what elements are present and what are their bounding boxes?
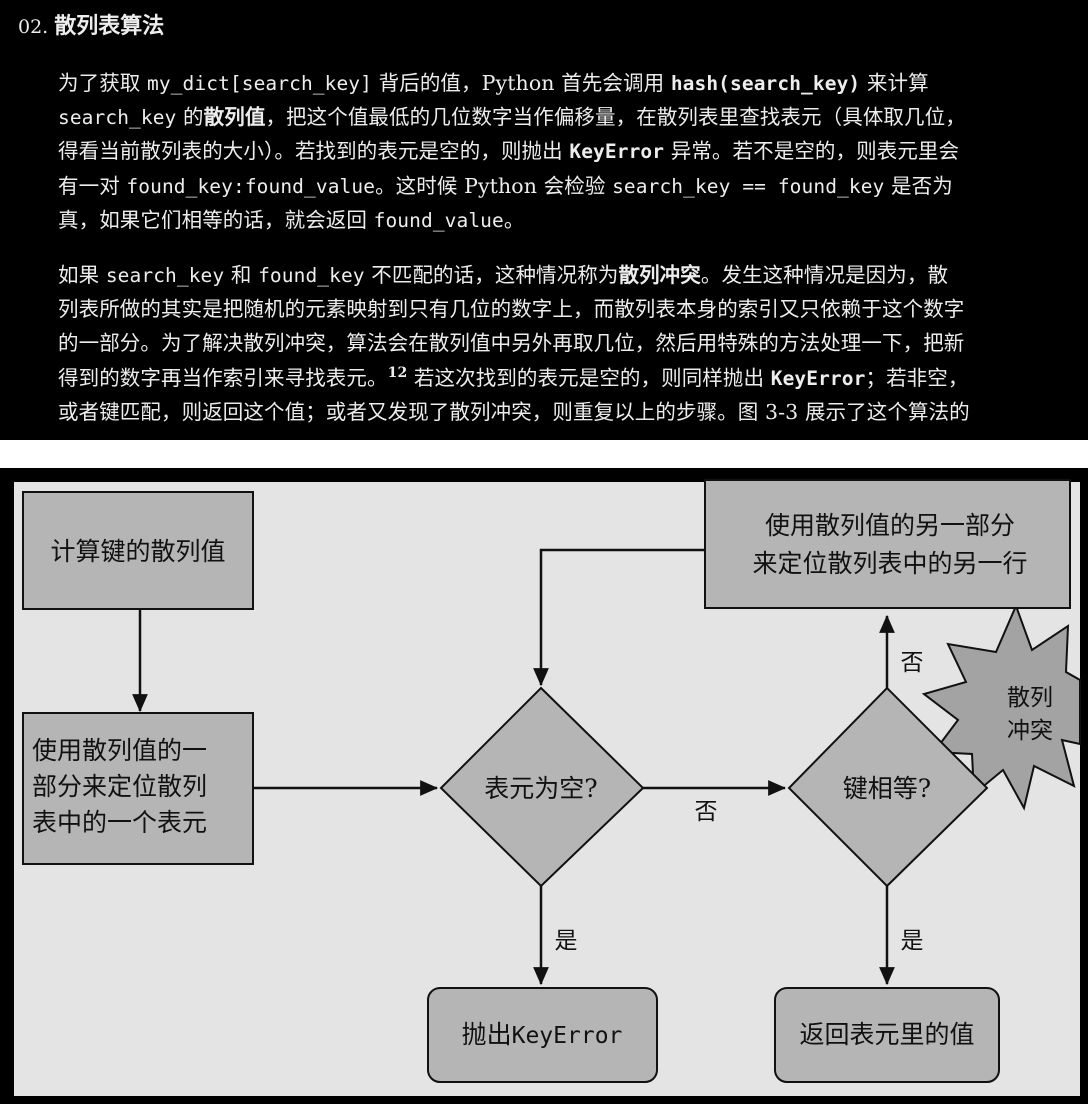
text-run: 。 (503, 207, 525, 232)
paragraph-hash-collision: 如果 search_key 和 found_key 不匹配的话，这种情况称为散列… (58, 258, 1078, 429)
code-run: found_key:found_value (126, 174, 376, 198)
box-return-value: 返回表元里的值 (774, 987, 1000, 1083)
text-line: 有一对 found_key:found_value。这时候 Python 会检验… (58, 169, 1078, 203)
box-use-other-part: 使用散列值的另一部分 来定位散列表中的另一行 (704, 479, 1071, 609)
edge-label-yes-empty: 是 (555, 928, 578, 954)
edge-label-no-equal: 否 (901, 650, 924, 676)
box-return-value-label: 返回表元里的值 (799, 1020, 974, 1049)
text-run: 得到的数字再当作索引来寻找表元。 (58, 365, 388, 390)
text-run: 和 (224, 263, 259, 287)
text-run: ，把这个值最低的几位数字当作偏移量，在散列表里查找表元（具体取几位， (265, 105, 966, 130)
text-line: 或者键匹配，则返回这个值；或者又发现了散列冲突，则重复以上的步骤。图 3-3 展… (58, 395, 1078, 429)
code-run: my_dict[search_key] (147, 72, 372, 95)
box-use-other-part-line2: 来定位散列表中的另一行 (752, 549, 1027, 578)
text-run: 的一部分。为了解决散列冲突，算法会在散列值中另外再取几位，然后用特殊的方法处理一… (58, 331, 965, 356)
section-divider (0, 440, 1088, 468)
text-run: 列表所做的其实是把随机的元素映射到只有几位的数字上，而散列表本身的索引又只依赖于… (58, 297, 965, 322)
collision-label-line2: 冲突 (1007, 718, 1053, 744)
text-run: 真，如果它们相等的话，就会返回 (58, 207, 374, 232)
code-run: found_key (258, 264, 365, 287)
text-line: 真，如果它们相等的话，就会返回 found_value。 (58, 203, 1078, 237)
code-run: search_key (105, 264, 225, 287)
text-run: 异常。若不是空的，则表元里会 (664, 139, 960, 164)
box-raise-keyerror: 抛出KeyError (427, 987, 658, 1083)
text-run: 。发生这种情况是因为，散 (700, 263, 949, 287)
text-run: 得看当前散列表的大小）。若找到的表元是空的，则抛出 (58, 139, 570, 164)
text-run: 背后的值，Python 首先会调用 (372, 71, 671, 95)
keyerror-code: KeyError (512, 1023, 623, 1049)
section-title: 散列表算法 (54, 13, 165, 39)
box-compute-hash: 计算键的散列值 (22, 491, 254, 610)
text-line: 得到的数字再当作索引来寻找表元。12 若这次找到的表元是空的，则同样抛出 Key… (58, 361, 1078, 395)
text-run: 不匹配的话，这种情况称为 (364, 263, 619, 287)
code-run: KeyError (569, 140, 665, 164)
diamond-slot-empty-label: 表元为空? (484, 774, 597, 803)
text-run: 为了获取 (58, 71, 148, 95)
text-run: 有一对 (58, 173, 127, 198)
text-run: 来计算 (860, 71, 929, 95)
code-run: found_value (373, 208, 504, 232)
text-line: 如果 search_key 和 found_key 不匹配的话，这种情况称为散列… (58, 258, 1078, 292)
arrow-other-part-to-empty-check (533, 548, 705, 687)
code-run: hash(search_key) (670, 72, 861, 95)
footnote-marker[interactable]: 12 (387, 364, 408, 381)
section-number: 02. (18, 16, 49, 38)
box-locate-slot-line1: 使用散列值的一 (32, 736, 207, 765)
term-hash-value: 散列值 (203, 105, 266, 130)
text-line: 列表所做的其实是把随机的元素映射到只有几位的数字上，而散列表本身的索引又只依赖于… (58, 292, 1078, 326)
text-run: 如果 (58, 263, 106, 287)
text-run: 或者键匹配，则返回这个值；或者又发现了散列冲突，则重复以上的步骤。图 3-3 展… (58, 399, 970, 424)
section-heading: 02.散列表算法 (18, 8, 164, 45)
term-hash-collision: 散列冲突 (618, 263, 701, 287)
text-line: search_key 的散列值，把这个值最低的几位数字当作偏移量，在散列表里查找… (58, 100, 1078, 134)
code-run: KeyError (770, 366, 866, 390)
box-use-other-part-line1: 使用散列值的另一部分 (765, 511, 1015, 540)
paragraph-hash-lookup: 为了获取 my_dict[search_key] 背后的值，Python 首先会… (58, 66, 1078, 237)
collision-burst-icon (921, 603, 1081, 811)
text-run: ；若非空， (865, 365, 969, 390)
diamond-slot-empty: 表元为空? (439, 686, 645, 888)
box-locate-slot: 使用散列值的一 部分来定位散列 表中的一个表元 (22, 712, 254, 865)
box-locate-slot-line3: 表中的一个表元 (32, 808, 207, 837)
box-compute-hash-label: 计算键的散列值 (50, 537, 225, 566)
diamond-keys-equal: 键相等? (787, 686, 989, 888)
code-run: search_key (58, 106, 177, 130)
edge-label-yes-equal: 是 (901, 928, 924, 954)
text-run: 若这次找到的表元是空的，则同样抛出 (407, 365, 771, 390)
text-run: 是否为 (884, 173, 953, 198)
keyerror-prefix: 抛出 (462, 1020, 512, 1049)
text-run: 。这时候 Python 会检验 (375, 173, 613, 198)
collision-label-line1: 散列 (1007, 685, 1053, 711)
text-line: 为了获取 my_dict[search_key] 背后的值，Python 首先会… (58, 66, 1078, 100)
box-raise-keyerror-label: 抛出KeyError (462, 1020, 623, 1049)
box-locate-slot-line2: 部分来定位散列 (32, 772, 207, 801)
text-run: 的 (176, 105, 204, 130)
code-run: search_key == found_key (612, 174, 885, 198)
figure-hash-table-algorithm: 散列 冲突 计算键的散列值 使用散列值的一 部分来定位散列 表中的一个表元 使用… (0, 468, 1088, 1104)
flowchart: 散列 冲突 计算键的散列值 使用散列值的一 部分来定位散列 表中的一个表元 使用… (14, 479, 1081, 1096)
text-line: 的一部分。为了解决散列冲突，算法会在散列值中另外再取几位，然后用特殊的方法处理一… (58, 326, 1078, 360)
diamond-keys-equal-label: 键相等? (843, 774, 931, 803)
edge-label-no-empty: 否 (695, 799, 718, 825)
text-line: 得看当前散列表的大小）。若找到的表元是空的，则抛出 KeyError 异常。若不… (58, 134, 1078, 168)
